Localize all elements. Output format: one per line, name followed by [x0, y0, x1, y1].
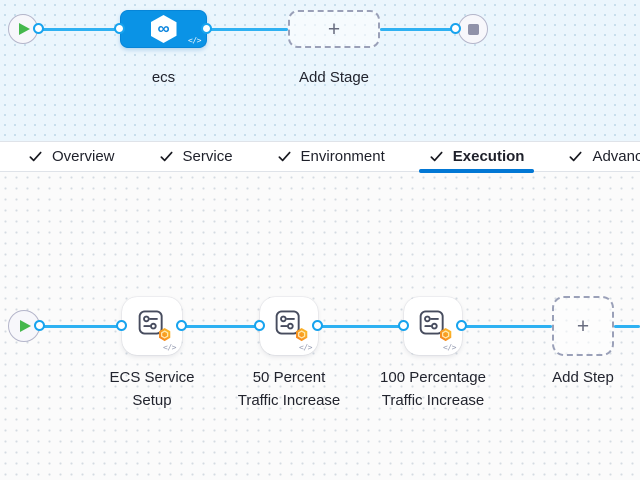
- step-name-label: 100 Percentage Traffic Increase: [373, 366, 493, 412]
- check-icon: [430, 151, 443, 162]
- port[interactable]: [254, 320, 265, 331]
- step-node-50-percent-traffic-increase[interactable]: </>: [260, 297, 318, 355]
- port[interactable]: [201, 23, 212, 34]
- port[interactable]: [450, 23, 461, 34]
- add-step-label: Add Step: [552, 369, 614, 386]
- tab-label: Service: [182, 148, 233, 165]
- code-toggle-icon[interactable]: </>: [443, 343, 456, 352]
- add-stage-label: Add Stage: [298, 69, 370, 86]
- edge: [462, 325, 552, 328]
- hexagon-badge-icon: [296, 327, 308, 342]
- deploy-stage-icon: ∞: [150, 15, 177, 43]
- execution-canvas[interactable]: </> ECS Service Setup </>: [0, 172, 640, 480]
- port[interactable]: [456, 320, 467, 331]
- stop-icon: [467, 23, 479, 35]
- step-settings-icon: [274, 309, 308, 342]
- add-step-button[interactable]: +: [552, 296, 614, 356]
- port[interactable]: [116, 320, 127, 331]
- step-name-line: 50 Percent: [252, 369, 326, 386]
- plus-icon: +: [576, 314, 590, 338]
- edge: [40, 325, 122, 328]
- code-toggle-icon[interactable]: </>: [163, 343, 176, 352]
- step-name-line: ECS Service: [109, 369, 195, 386]
- stage-name-label: ecs: [151, 69, 176, 86]
- tab-advanced[interactable]: Advanced: [558, 142, 640, 171]
- stage-config-tabs: Overview Service Environment Execution: [0, 141, 640, 173]
- code-toggle-icon[interactable]: </>: [299, 343, 312, 352]
- tab-environment[interactable]: Environment: [267, 142, 395, 171]
- tab-label: Overview: [52, 148, 115, 165]
- hexagon-badge-icon: [159, 327, 171, 342]
- step-name-line: Traffic Increase: [237, 392, 341, 409]
- stage-node-ecs[interactable]: ∞ </>: [120, 10, 207, 48]
- add-stage-button[interactable]: +: [288, 10, 380, 48]
- port[interactable]: [312, 320, 323, 331]
- tab-label: Execution: [452, 148, 525, 165]
- check-icon: [569, 151, 582, 162]
- edge: [207, 28, 288, 31]
- hexagon-badge-icon: [440, 327, 452, 342]
- execution-start-node[interactable]: [8, 310, 40, 342]
- stage-canvas[interactable]: ∞ </> ecs + Add Stage: [0, 0, 640, 141]
- edge: [318, 325, 404, 328]
- code-toggle-icon[interactable]: </>: [188, 36, 201, 45]
- step-node-ecs-service-setup[interactable]: </>: [122, 297, 182, 355]
- tab-label: Advanced: [592, 148, 640, 165]
- tab-service[interactable]: Service: [149, 142, 243, 171]
- step-settings-icon: [137, 309, 171, 342]
- check-icon: [29, 151, 42, 162]
- play-icon: [19, 23, 30, 35]
- port[interactable]: [34, 320, 45, 331]
- edge: [380, 28, 456, 31]
- port[interactable]: [398, 320, 409, 331]
- edge: [39, 28, 120, 31]
- check-icon: [160, 151, 173, 162]
- tab-overview[interactable]: Overview: [18, 142, 125, 171]
- step-name-line: Setup: [132, 392, 172, 409]
- active-tab-underline: [418, 169, 535, 173]
- step-name-label: 50 Percent Traffic Increase: [229, 366, 349, 412]
- step-settings-icon: [418, 309, 452, 342]
- play-icon: [20, 320, 31, 332]
- step-name-label: ECS Service Setup: [92, 366, 212, 412]
- edge: [182, 325, 260, 328]
- port[interactable]: [176, 320, 187, 331]
- step-name-line: 100 Percentage: [380, 369, 486, 386]
- pipeline-end-node[interactable]: [458, 14, 488, 44]
- port[interactable]: [33, 23, 44, 34]
- tab-execution[interactable]: Execution: [418, 142, 535, 173]
- step-node-100-percentage-traffic-increase[interactable]: </>: [404, 297, 462, 355]
- check-icon: [278, 151, 291, 162]
- edge: [614, 325, 640, 328]
- step-name-line: Traffic Increase: [381, 392, 485, 409]
- port[interactable]: [114, 23, 125, 34]
- plus-icon: +: [327, 17, 341, 41]
- tab-label: Environment: [300, 148, 385, 165]
